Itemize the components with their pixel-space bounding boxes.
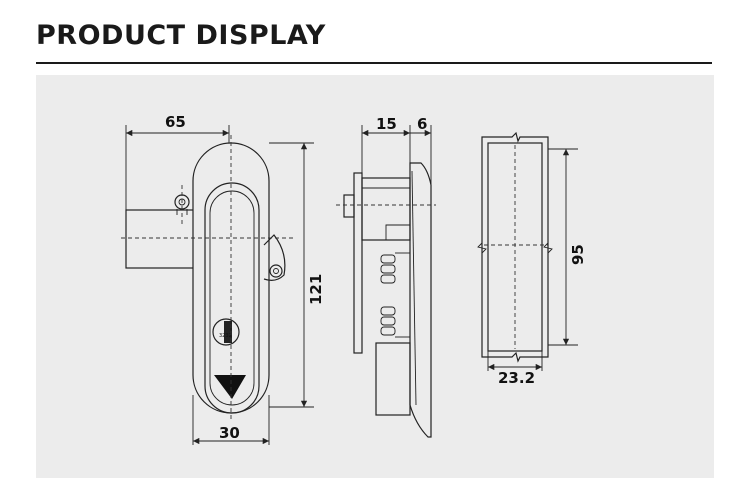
side-ear: [263, 234, 286, 281]
cylinder-body: [125, 209, 197, 269]
key-cylinder-icon: [212, 318, 240, 346]
title-underline: [36, 62, 712, 64]
key-label: 3232: [219, 333, 232, 339]
spring-upper: [380, 254, 396, 284]
pointer-triangle-icon: [214, 375, 246, 399]
dim-121-label: 121: [307, 274, 325, 305]
back-view: 95 23.2: [477, 131, 587, 387]
dim-30-label: 30: [219, 424, 240, 442]
dim-6-label: 6: [417, 115, 427, 133]
side-handle: [409, 162, 432, 438]
side-lower-block: [375, 342, 411, 416]
back-outer: [481, 131, 549, 363]
side-view: 15 6: [336, 115, 436, 438]
front-view: 3232 65 121 30: [121, 113, 325, 445]
dim-23-2-label: 23.2: [498, 369, 535, 387]
mounting-plate: [353, 172, 363, 354]
dim-65-label: 65: [165, 113, 186, 131]
dim-15-label: 15: [376, 115, 397, 133]
page-title: PRODUCT DISPLAY: [36, 20, 326, 51]
drawing-panel: 3232 65 121 30: [36, 75, 714, 478]
technical-drawing: 3232 65 121 30: [121, 113, 587, 445]
dim-95-label: 95: [569, 244, 587, 265]
handle-recess: [209, 190, 255, 406]
side-screw-icon: [269, 264, 283, 278]
back-inner: [487, 142, 543, 352]
spring-lower: [380, 306, 396, 336]
handle-inner: [204, 182, 260, 414]
